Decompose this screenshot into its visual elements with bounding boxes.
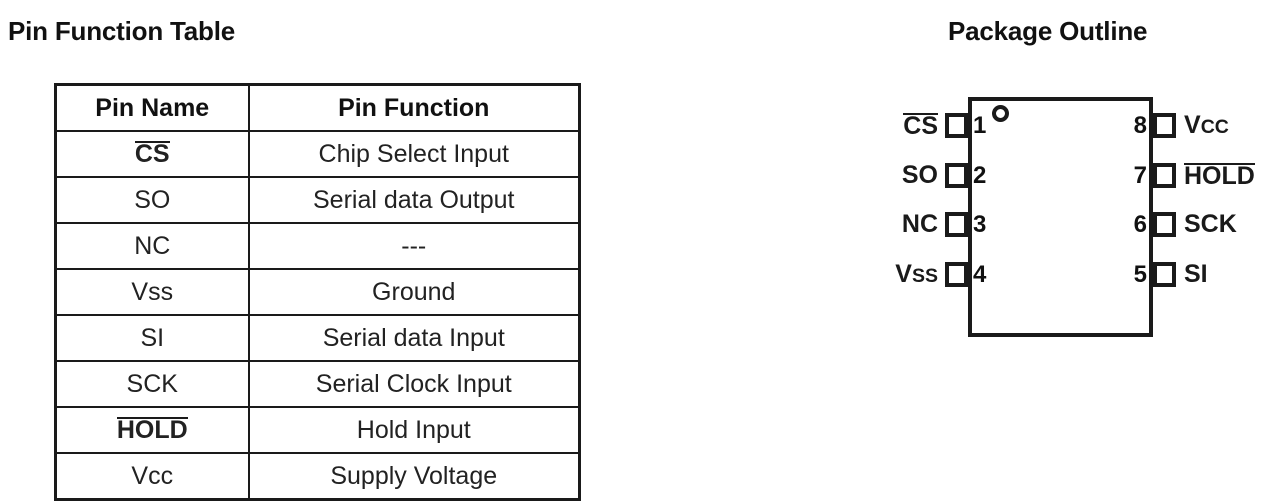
pin-lead-7 xyxy=(1153,163,1176,188)
cell-pin-function: Chip Select Input xyxy=(247,130,581,178)
cell-pin-name: CS xyxy=(54,130,250,178)
pin-lead-6 xyxy=(1153,212,1176,237)
pin-label-5: SI xyxy=(1184,260,1208,288)
cell-pin-function: Hold Input xyxy=(247,406,581,454)
pin-lead-2 xyxy=(945,163,968,188)
cell-pin-function: --- xyxy=(247,222,581,270)
pin-number-5: 5 xyxy=(1133,261,1147,288)
cell-pin-name: Vcc xyxy=(54,452,250,501)
cell-pin-function: Supply Voltage xyxy=(247,452,581,501)
cell-pin-name: SO xyxy=(54,176,250,224)
pin-function-table-title: Pin Function Table xyxy=(8,16,236,46)
pin-label-3: NC xyxy=(901,210,938,238)
pin-number-8: 8 xyxy=(1133,112,1147,139)
column-header-pin-name: Pin Name xyxy=(54,83,250,132)
cell-pin-name: HOLD xyxy=(54,406,250,454)
pin-lead-4 xyxy=(945,262,968,287)
pin-label-4: VSS xyxy=(895,260,938,288)
cell-pin-name: SCK xyxy=(54,360,250,408)
column-header-pin-function: Pin Function xyxy=(247,83,581,132)
pin-number-1: 1 xyxy=(973,112,987,139)
cell-pin-function: Serial data Input xyxy=(247,314,581,362)
pin-lead-3 xyxy=(945,212,968,237)
pin-lead-5 xyxy=(1153,262,1176,287)
pin-number-7: 7 xyxy=(1133,162,1147,189)
cell-pin-function: Serial Clock Input xyxy=(247,360,581,408)
package-outline-diagram: 1 CS 2 SO 3 NC 4 VSS 8 VCC 7 HOLD 6 SCK 5 SI xyxy=(860,70,1274,360)
cell-pin-name: SI xyxy=(54,314,250,362)
pin-label-6: SCK xyxy=(1184,210,1237,238)
pin-number-6: 6 xyxy=(1133,211,1147,238)
pin-lead-1 xyxy=(945,113,968,138)
pin1-dot-icon xyxy=(992,105,1009,122)
cell-pin-function: Serial data Output xyxy=(247,176,581,224)
package-outline-title: Package Outline xyxy=(948,16,1148,46)
pin-label-1: CS xyxy=(903,112,938,140)
cell-pin-name: Vss xyxy=(54,268,250,316)
pin-number-3: 3 xyxy=(973,211,987,238)
pin-lead-8 xyxy=(1153,113,1176,138)
package-body-outline xyxy=(968,97,1153,337)
table-row: NC--- xyxy=(54,222,581,270)
pin-label-2: SO xyxy=(901,161,938,189)
cell-pin-name: NC xyxy=(54,222,250,270)
cell-pin-function: Ground xyxy=(247,268,581,316)
pin-label-8: VCC xyxy=(1184,111,1229,139)
pin-label-7: HOLD xyxy=(1184,162,1255,190)
pin-number-4: 4 xyxy=(973,261,987,288)
pin-number-2: 2 xyxy=(973,162,987,189)
table-header-row: Pin Name Pin Function xyxy=(54,83,581,132)
